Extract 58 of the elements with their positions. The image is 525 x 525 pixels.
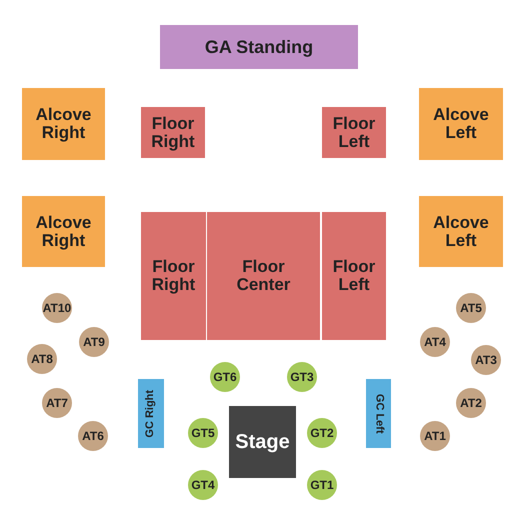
table-circle (42, 388, 72, 418)
table-circle (420, 421, 450, 451)
section-label: GT1 (310, 478, 334, 492)
seating-section (22, 196, 105, 267)
section-label: AT3 (475, 354, 497, 366)
section-label: Alcove Right (34, 106, 92, 142)
section-label: Floor Center (236, 258, 292, 294)
section-label: AT10 (42, 302, 72, 314)
section-label: AT2 (460, 396, 482, 410)
section-label: Floor Right (150, 114, 196, 150)
table-circle (420, 327, 450, 357)
table-circle (79, 327, 109, 357)
seating-section (141, 107, 205, 158)
table-circle (42, 293, 72, 323)
section-label: AT4 (424, 336, 446, 348)
table-circle (287, 362, 317, 392)
section-label: Floor Right (150, 258, 196, 294)
table-circle (27, 344, 57, 374)
section-label: Floor Left (332, 258, 376, 294)
table-circle (307, 470, 337, 500)
stage-platform (229, 406, 296, 478)
seating-section (419, 196, 503, 267)
section-label: GC Left (372, 394, 384, 434)
table-circle (471, 345, 501, 375)
section-label: GC Right (145, 390, 157, 438)
seating-section (22, 88, 105, 160)
section-label: Alcove Right (34, 214, 92, 250)
section-label: GT4 (191, 478, 215, 492)
seating-section (138, 379, 164, 448)
section-label: Alcove Left (432, 106, 490, 142)
section-label: GA Standing (204, 38, 314, 56)
seating-section (207, 212, 320, 340)
section-label: Alcove Left (432, 214, 490, 250)
section-label: Stage (235, 432, 290, 452)
section-label: GT2 (310, 426, 334, 440)
section-label: GT5 (191, 426, 215, 440)
seating-section (141, 212, 206, 340)
section-label: GT6 (213, 370, 237, 384)
seating-section (419, 88, 503, 160)
section-label: AT8 (31, 352, 53, 366)
seating-section (322, 212, 386, 340)
section-label: GT3 (290, 370, 314, 384)
seating-section (160, 25, 358, 69)
section-label: AT5 (460, 302, 482, 314)
table-circle (456, 293, 486, 323)
table-circle (188, 418, 218, 448)
section-label: AT1 (424, 430, 446, 442)
section-label: Floor Left (332, 114, 376, 150)
table-circle (78, 421, 108, 451)
section-label: AT7 (46, 396, 68, 410)
section-label: AT6 (82, 430, 104, 442)
table-circle (456, 388, 486, 418)
table-circle (307, 418, 337, 448)
seating-section (322, 107, 386, 158)
section-label: AT9 (83, 336, 105, 348)
table-circle (210, 362, 240, 392)
seating-section (366, 379, 391, 448)
table-circle (188, 470, 218, 500)
